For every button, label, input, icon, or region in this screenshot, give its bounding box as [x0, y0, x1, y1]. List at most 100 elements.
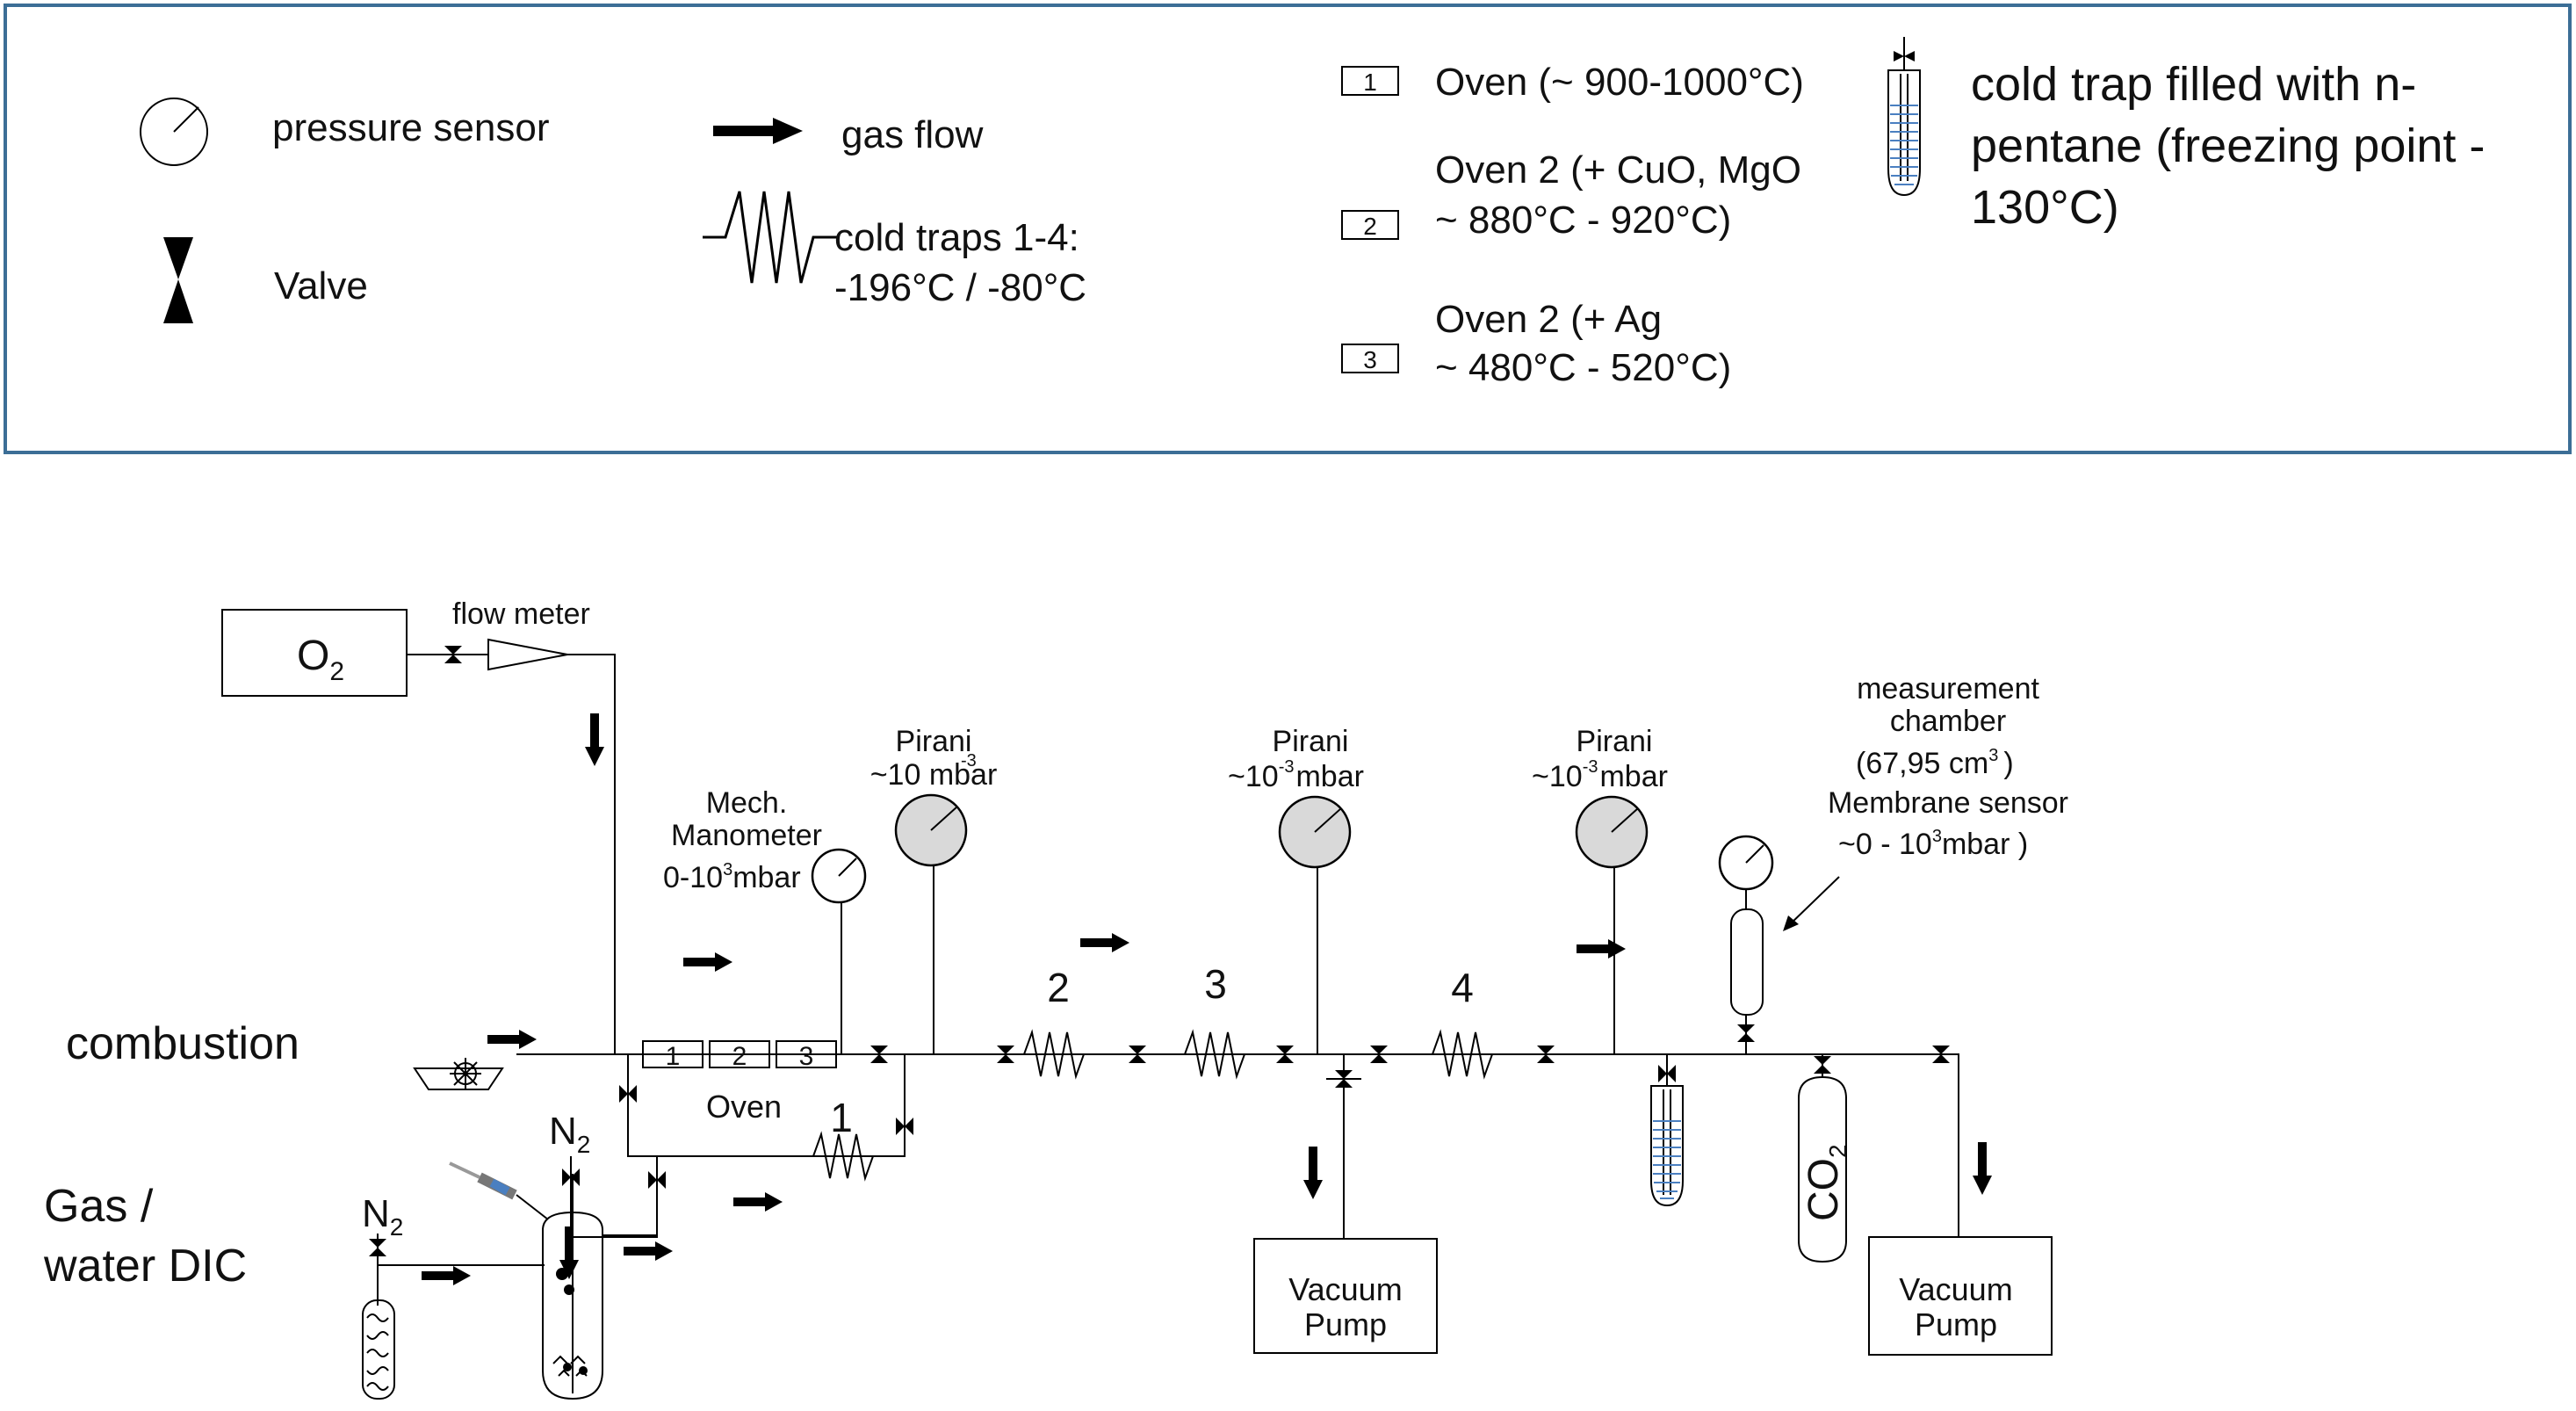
legend-oven-3-line2: ~ 480°C - 520°C): [1435, 346, 1731, 389]
co2-cylinder: CO2: [1798, 1054, 1851, 1263]
pump-1-flow-arrow: [1303, 1147, 1323, 1199]
o2-supply: O2 flow meter: [221, 597, 616, 1054]
measurement-chamber-vessel: [1730, 908, 1764, 1016]
combustion-flow-arrow: [487, 1030, 537, 1049]
pirani-gauge-1: Pirani ~10 mbar -3: [870, 725, 997, 1054]
legend-oven-3-line1: Oven 2 (+ Ag: [1435, 298, 1662, 341]
o2-label: O2: [297, 633, 344, 686]
combustion-label: combustion: [66, 1018, 299, 1069]
cold-trap-4-label: 4: [1451, 965, 1474, 1010]
legend-oven-1: 1 Oven (~ 900-1000°C): [1341, 61, 1804, 104]
legend-pressure-sensor-label: pressure sensor: [272, 106, 549, 149]
legend-oven-1-label: Oven (~ 900-1000°C): [1435, 61, 1804, 104]
main-flow-arrow-1: [1080, 933, 1129, 952]
legend-pentane-line3: 130°C): [1971, 181, 2119, 234]
legend-valve-label: Valve: [274, 264, 368, 308]
oven-cell-2-number: 2: [732, 1042, 747, 1071]
oven-1-icon-number: 1: [1363, 69, 1377, 96]
legend-pentane-trap: cold trap filled with n- pentane (freezi…: [1887, 37, 2485, 234]
n2-label-a: N2: [549, 1110, 590, 1158]
flow-meter-icon: [487, 638, 568, 671]
reaction-vessel: [449, 1161, 673, 1400]
mech-manometer-line3: 0-103mbar: [663, 860, 801, 894]
cold-trap-1: [794, 1133, 892, 1179]
legend-valve: Valve: [163, 237, 368, 323]
legend-oven-2: 2 Oven 2 (+ CuO, MgO ~ 880°C - 920°C): [1341, 148, 1801, 242]
bypass-flow-arrow: [733, 1192, 783, 1212]
legend-pressure-sensor: pressure sensor: [140, 98, 549, 166]
legend-oven-2-line1: Oven 2 (+ CuO, MgO: [1435, 148, 1801, 192]
oven-2-icon: [1341, 210, 1399, 240]
vacuum-pump-1-branch: Vacuum Pump: [1253, 1054, 1438, 1354]
cold-trap-zigzag-icon: [703, 191, 838, 284]
legend-gas-flow-label: gas flow: [841, 113, 984, 156]
gas-water-label-line2: water DIC: [43, 1241, 247, 1292]
pirani-2-value: ~10-3mbar: [1228, 757, 1364, 793]
vessel-outlet-arrow: [624, 1241, 673, 1261]
oven-cell-1: [642, 1040, 704, 1068]
mech-manometer-line1: Mech.: [706, 786, 788, 820]
cold-trap-2-label: 2: [1047, 965, 1070, 1010]
vacuum-pump-2: [1868, 1236, 2053, 1356]
oven-2-icon-number: 2: [1363, 213, 1377, 240]
vial-flow-arrow: [422, 1266, 471, 1285]
o2-flow-arrow: [585, 713, 604, 766]
water-sample-vial: [362, 1234, 545, 1400]
o2-cylinder: [221, 609, 408, 697]
oven-cell-2: [709, 1040, 770, 1068]
vacuum-pump-1-line2: Pump: [1304, 1306, 1387, 1342]
vacuum-pump-2-line1: Vacuum: [1899, 1271, 2012, 1307]
burner-icon: [413, 1058, 504, 1090]
oven-1-icon: [1341, 66, 1399, 96]
vacuum-pump-2-line2: Pump: [1915, 1306, 1997, 1342]
vacuum-pump-1-line1: Vacuum: [1288, 1271, 1402, 1307]
mechanical-manometer: Mech. Manometer 0-103mbar: [663, 786, 867, 1054]
co2-valve[interactable]: [1814, 1056, 1831, 1074]
measurement-label-line5: ~0 - 103mbar ): [1838, 827, 2028, 861]
measurement-label-line4: Membrane sensor: [1828, 786, 2068, 820]
measurement-chamber-valve[interactable]: [1737, 1024, 1755, 1042]
legend-pentane-line1: cold trap filled with n-: [1971, 58, 2416, 111]
flow-arrow-icon: [713, 118, 803, 144]
pirani-1-exponent: -3: [961, 751, 977, 771]
pirani-gauge-2: Pirani ~10-3mbar: [1228, 725, 1364, 1054]
cold-trap-1-label: 1: [830, 1095, 853, 1140]
vacuum-pump-2-branch: Vacuum Pump: [1868, 1053, 2053, 1356]
pirani-gauge-3: Pirani ~10-3mbar: [1532, 725, 1668, 1054]
cold-trap-4: [1413, 1031, 1512, 1077]
vacuum-pump-1: [1253, 1238, 1438, 1354]
legend-pentane-line2: pentane (freezing point -: [1971, 119, 2485, 172]
oven-flow-arrow: [683, 952, 732, 972]
oven-3-icon-number: 3: [1363, 346, 1377, 373]
cold-trap-3-label: 3: [1204, 961, 1227, 1007]
pressure-sensor-icon: [140, 98, 208, 166]
measurement-chamber: measurement chamber (67,95 cm3) Membrane…: [1718, 672, 2068, 1054]
syringe-icon: [449, 1161, 517, 1200]
oven-label: Oven: [706, 1089, 782, 1125]
combustion-section: combustion: [66, 1018, 918, 1090]
vial-valve[interactable]: [369, 1239, 386, 1256]
oven-cell-3: [776, 1040, 837, 1068]
legend-gas-flow: gas flow: [713, 113, 984, 156]
n2-label-b: N2: [362, 1192, 403, 1241]
legend-cold-traps: cold traps 1-4: -196°C / -80°C: [703, 191, 1086, 309]
cold-trap-3: [1165, 1031, 1264, 1077]
pirani-3-label: Pirani: [1577, 725, 1653, 758]
legend-cold-traps-line1: cold traps 1-4:: [834, 216, 1079, 259]
oven-cell-1-number: 1: [666, 1042, 681, 1071]
legend-cold-traps-line2: -196°C / -80°C: [834, 266, 1086, 309]
legend-oven-2-line2: ~ 880°C - 920°C): [1435, 199, 1731, 242]
legend-oven-3: 3 Oven 2 (+ Ag ~ 480°C - 520°C): [1341, 298, 1731, 389]
flow-meter-label: flow meter: [452, 597, 590, 631]
valve-icon: [163, 237, 193, 323]
pentane-cold-trap-icon: [1887, 37, 1921, 197]
measurement-label-line3: (67,95 cm3): [1856, 746, 2014, 780]
oven-cell-3-number: 3: [799, 1042, 814, 1071]
gas-water-dic-section: Gas / water DIC N2 N2: [43, 1110, 673, 1400]
bypass-loop: 1: [562, 1054, 913, 1238]
pump-2-flow-arrow: [1973, 1142, 1992, 1195]
measurement-label-line2: chamber: [1890, 705, 2006, 738]
main-flow-arrow-2: [1577, 939, 1626, 959]
pirani-3-value: ~10-3mbar: [1532, 757, 1668, 793]
